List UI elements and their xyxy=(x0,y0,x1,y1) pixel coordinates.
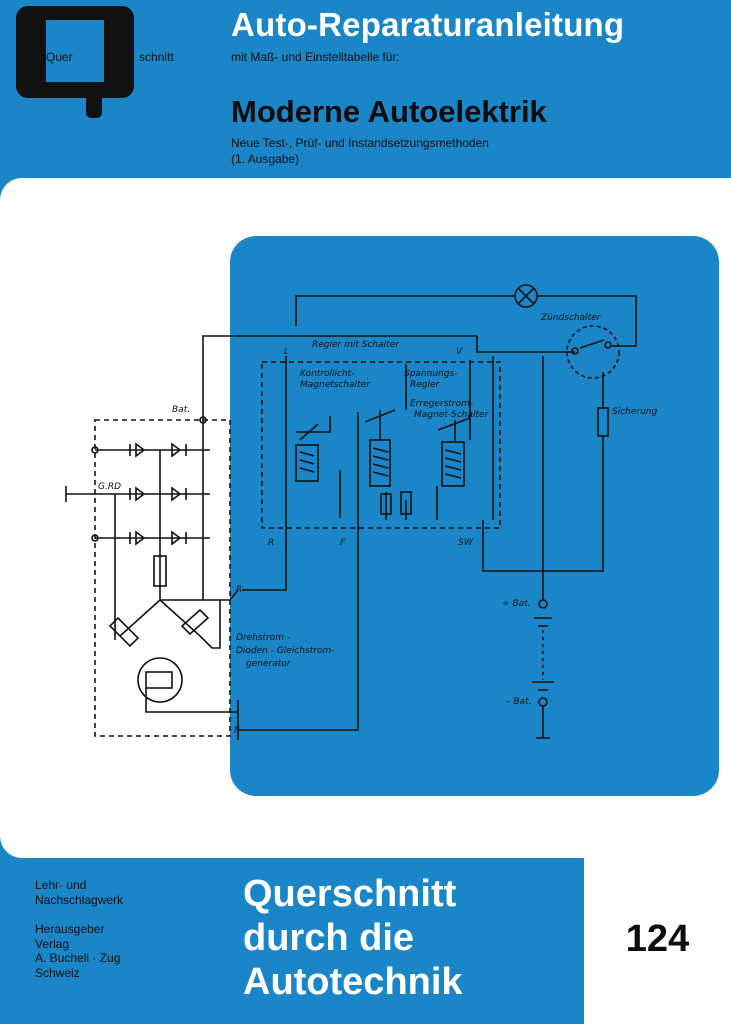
label-l: L xyxy=(284,347,289,357)
diagram-background xyxy=(230,236,719,796)
logo-q-inner xyxy=(46,20,104,82)
publisher-line1: Herausgeber xyxy=(35,922,105,936)
book-description-line2: (1. Ausgabe) xyxy=(231,152,300,166)
volume-number-box: 124 xyxy=(584,856,731,1024)
series-name: Querschnitt durch die Autotechnik xyxy=(243,872,463,1004)
label-regler2: Regler xyxy=(410,380,441,390)
label-v: V xyxy=(456,347,463,357)
label-gr: G.RD xyxy=(98,482,121,492)
label-r2: R xyxy=(236,585,242,595)
publisher-line4: Schweiz xyxy=(35,965,80,980)
label-magnet-schalter: Magnet-Schalter xyxy=(414,410,489,420)
label-f2: F xyxy=(234,726,240,736)
volume-number: 124 xyxy=(625,918,690,960)
publisher-line2: Verlag xyxy=(35,936,70,951)
label-kontrolllicht: Kontrollicht- xyxy=(300,369,354,379)
label-generator-3: generator xyxy=(246,659,292,669)
logo-text-quer: Quer xyxy=(46,50,73,64)
series-name-line3: Autotechnik xyxy=(243,961,463,1003)
label-magnetschalter: Magnetschalter xyxy=(300,380,371,390)
label-f1: F xyxy=(340,538,346,548)
label-regler: Regler mit Schalter xyxy=(312,340,400,350)
label-generator-1: Drehstrom - xyxy=(236,633,290,643)
label-generator-2: Dioden - Gleichstrom- xyxy=(236,646,334,656)
label-batt: Bat. xyxy=(172,405,190,415)
label-minus-batt: – Bat. xyxy=(506,697,531,707)
publisher-block: Herausgeber Verlag A. Bucheli · Zug Schw… xyxy=(35,922,120,980)
publisher-line3: A. Bucheli · Zug xyxy=(35,951,121,965)
book-title: Moderne Autoelektrik xyxy=(231,94,547,129)
label-sicherung: Sicherung xyxy=(612,407,658,417)
series-subtitle: mit Maß- und Einstelltabelle für: xyxy=(231,50,400,64)
querschnitt-logo xyxy=(16,6,134,118)
label-sw: SW xyxy=(458,538,474,548)
reference-line2: Nachschlagwerk xyxy=(35,893,124,907)
series-title: Auto-Reparaturanleitung xyxy=(231,6,625,43)
series-name-line2: durch die xyxy=(243,917,415,959)
label-erreger: Erregerstrom- xyxy=(410,399,473,409)
label-spannungs: Spannungs- xyxy=(404,369,457,379)
logo-q-tail xyxy=(86,90,102,118)
label-zuendschalter: Zündschalter xyxy=(540,313,602,323)
book-description-line1: Neue Test-, Prüf- und Instandsetzungsmet… xyxy=(231,136,489,150)
logo-text-schnitt: schnitt xyxy=(139,50,174,64)
reference-line1: Lehr- und xyxy=(35,878,87,892)
label-plus-batt: + Bat. xyxy=(502,599,530,609)
label-r1: R xyxy=(268,538,274,548)
series-name-line1: Querschnitt xyxy=(243,873,457,915)
reference-work-note: Lehr- und Nachschlagwerk xyxy=(35,878,123,908)
